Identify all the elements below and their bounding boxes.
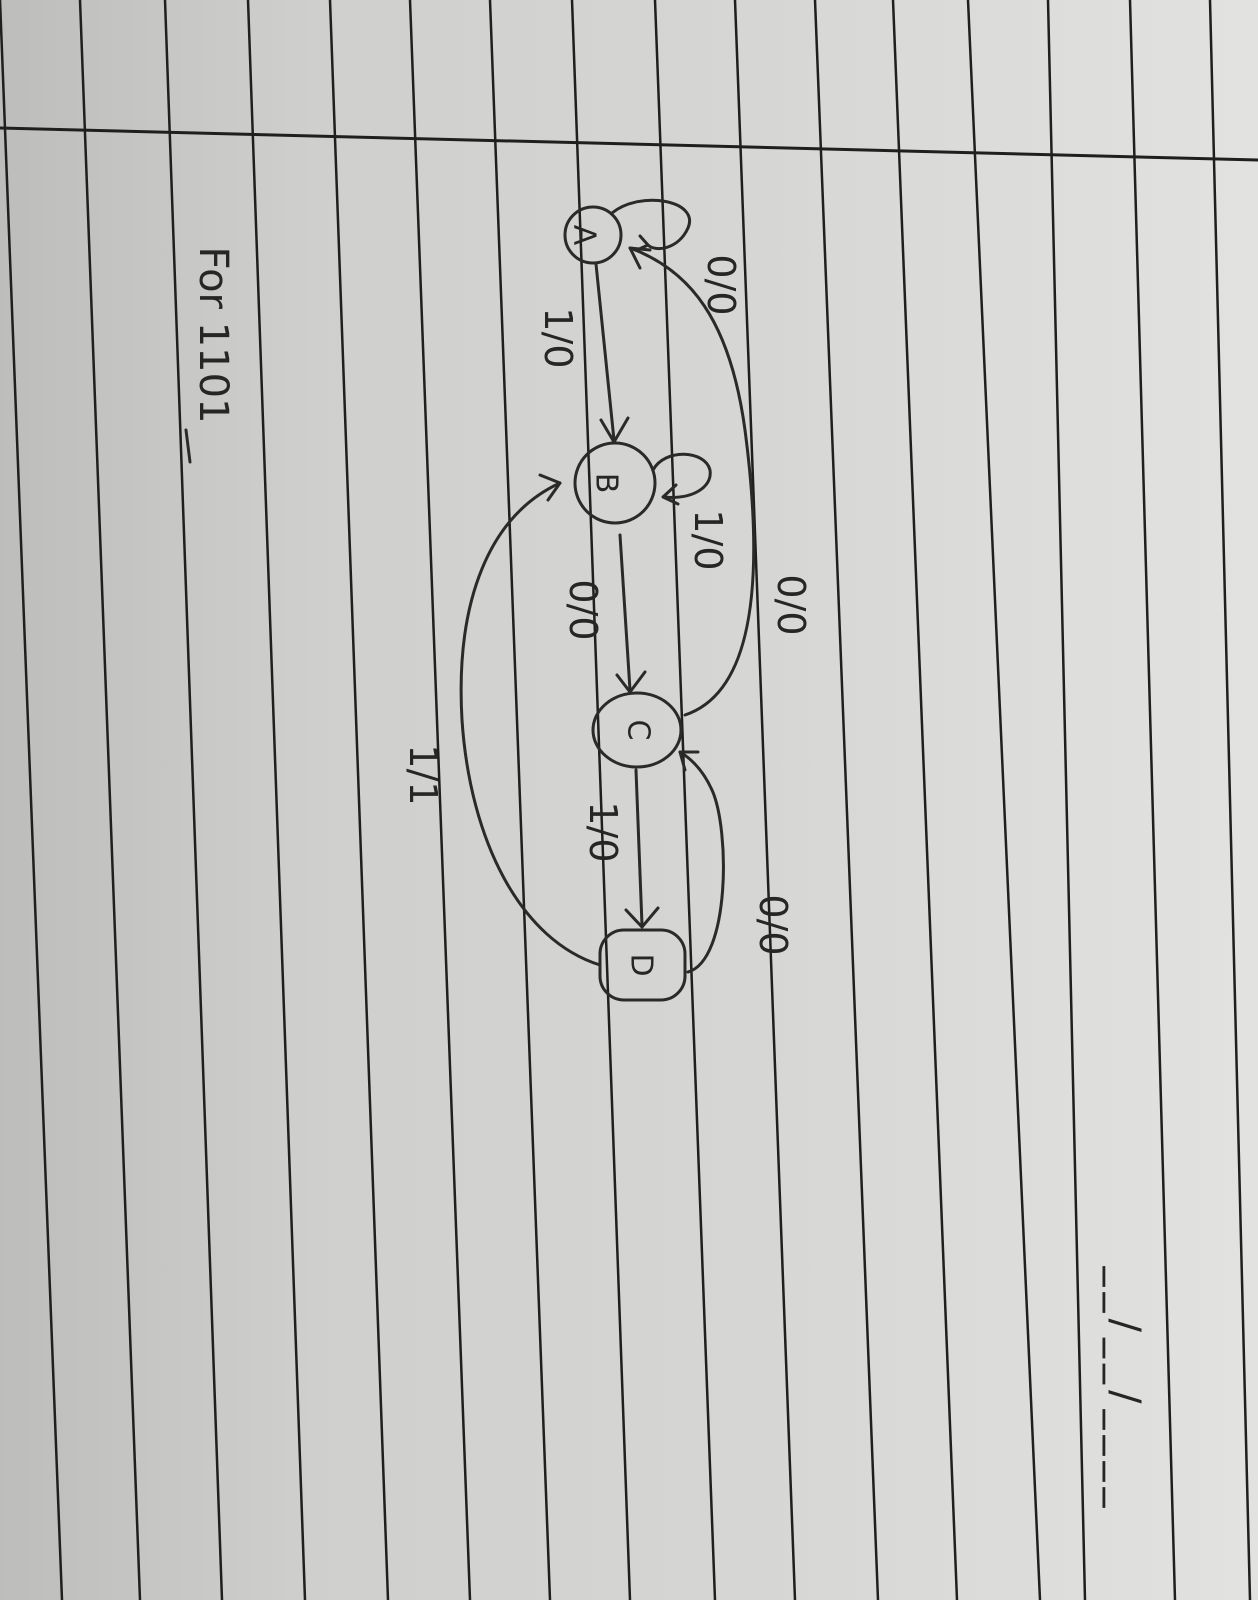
- header-margin-line: [0, 126, 1258, 162]
- transition-d-b: 1/1: [401, 473, 602, 967]
- state-c-label: C: [621, 720, 656, 741]
- state-a-label: A: [567, 225, 602, 246]
- transition-d-c-label: 0/0: [751, 894, 795, 955]
- transition-b-b: 1/0: [651, 452, 730, 571]
- state-d: D: [598, 928, 687, 1002]
- transition-b-c: 0/0: [561, 533, 647, 694]
- state-b: B: [573, 441, 657, 525]
- state-diagram: A B C D 0/0: [401, 198, 813, 1002]
- transition-a-b: 1/0: [536, 262, 630, 444]
- transition-c-a: 0/0: [628, 246, 813, 717]
- page-heading: For 1101: [190, 246, 236, 423]
- date-field: __/__/____: [1102, 1266, 1148, 1514]
- state-d-label: D: [624, 953, 659, 976]
- transition-d-c: 0/0: [678, 750, 795, 974]
- state-b-label: B: [589, 473, 624, 494]
- transition-d-b-label: 1/1: [401, 744, 445, 805]
- transition-c-d: 1/0: [581, 768, 660, 929]
- transition-c-a-label: 0/0: [769, 574, 813, 635]
- state-c: C: [591, 691, 683, 769]
- transition-a-a: 0/0: [610, 198, 743, 316]
- transition-b-c-label: 0/0: [561, 579, 605, 640]
- heading-underline: [184, 428, 192, 464]
- transition-c-d-label: 1/0: [581, 801, 625, 862]
- transition-b-b-label: 1/0: [686, 509, 730, 570]
- state-a: A: [563, 205, 623, 265]
- transition-a-b-label: 1/0: [536, 307, 580, 368]
- date-field-text: __/__/____: [1102, 1266, 1148, 1514]
- transition-a-a-label: 0/0: [699, 254, 743, 315]
